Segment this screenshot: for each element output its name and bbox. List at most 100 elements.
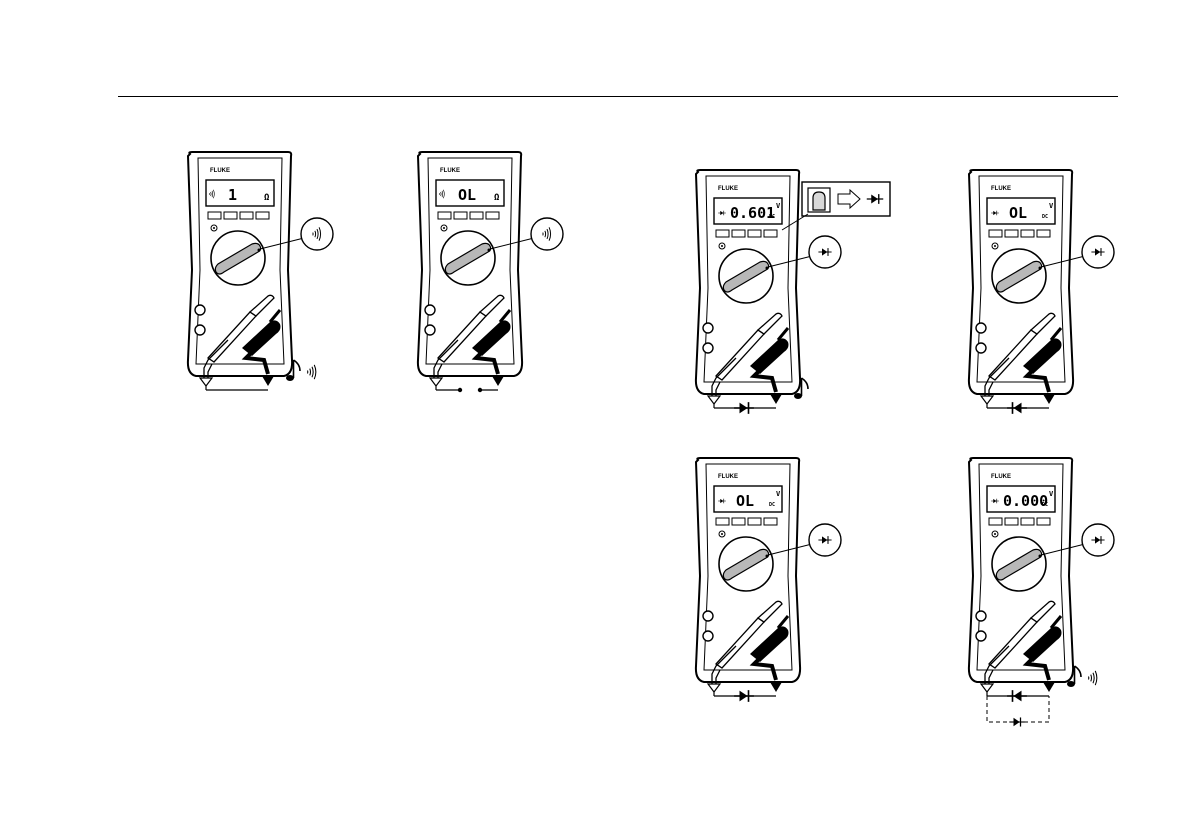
backlight-dot (213, 227, 215, 229)
input-jack-com (703, 631, 713, 641)
diode-under-test (1007, 690, 1027, 702)
diode-triangle (1013, 403, 1021, 414)
brand-label: FLUKE (718, 186, 738, 192)
meter-function-button (748, 230, 761, 237)
meter-function-button (989, 518, 1002, 525)
meter-function-button (716, 518, 729, 525)
meter-function-button (716, 230, 729, 237)
header-rule (118, 96, 1118, 97)
meter-function-button (470, 212, 483, 219)
meter-function-button (438, 212, 451, 219)
brand-label: FLUKE (991, 186, 1011, 192)
input-jack-v (425, 305, 435, 315)
probe-tip-right (1043, 682, 1055, 692)
meter-continuity-short: FLUKE 1 Ω (172, 150, 372, 450)
brand-label: FLUKE (440, 168, 460, 174)
meter-continuity-open: FLUKE OL Ω (402, 150, 602, 450)
diode-triangle (1014, 718, 1020, 726)
diode-triangle (740, 691, 748, 702)
meter-function-button (1021, 230, 1034, 237)
continuity-wave (1093, 673, 1094, 684)
probe-tip-right (262, 376, 274, 386)
backlight-dot (721, 245, 723, 247)
lcd-reading: OL (736, 492, 754, 510)
meter-function-button (1005, 230, 1018, 237)
parallel-diode (1009, 717, 1024, 726)
meter-function-button (1037, 518, 1050, 525)
beep-sound-icon (1089, 671, 1097, 685)
note-flag (294, 360, 301, 371)
probe-tip-left (200, 378, 212, 386)
meter-function-button (1021, 518, 1034, 525)
continuity-wave (310, 369, 311, 376)
backlight-dot (721, 533, 723, 535)
brand-label: FLUKE (210, 168, 230, 174)
lcd-reading: 1 (228, 186, 237, 204)
input-jack-v (976, 323, 986, 333)
input-jack-v (976, 611, 986, 621)
probe-tip-left (708, 396, 720, 404)
lcd-mode-label: DC (1042, 214, 1048, 220)
input-jack-com (195, 325, 205, 335)
diode-under-test (1007, 402, 1027, 414)
probe-tip-right (770, 682, 782, 692)
range-callout-circle (301, 218, 333, 250)
input-jack-v (703, 611, 713, 621)
note-flag (802, 378, 809, 389)
diode-under-test (734, 690, 754, 702)
backlight-dot (994, 245, 996, 247)
lcd-mode-label: DC (1042, 502, 1048, 508)
meter-function-button (989, 230, 1002, 237)
backlight-dot (994, 533, 996, 535)
finger-press-icon (813, 192, 825, 210)
lcd-mode-label: Ω (264, 193, 270, 203)
lcd-mode-label: DC (769, 214, 775, 220)
input-jack-com (976, 631, 986, 641)
open-terminal-left (458, 388, 462, 392)
meter-function-button (1037, 230, 1050, 237)
probe-tip-left (708, 684, 720, 692)
input-jack-v (195, 305, 205, 315)
meter-function-button (256, 212, 269, 219)
backlight-dot (443, 227, 445, 229)
meter-function-button (240, 212, 253, 219)
range-callout-circle (531, 218, 563, 250)
meter-function-button (454, 212, 467, 219)
input-jack-com (703, 343, 713, 353)
diode-triangle (1013, 691, 1021, 702)
lcd-mode-label: DC (769, 502, 775, 508)
continuity-wave (312, 367, 313, 378)
brand-label: FLUKE (991, 474, 1011, 480)
input-jack-com (976, 343, 986, 353)
meter-function-button (208, 212, 221, 219)
meter-function-button (748, 518, 761, 525)
dashed-parallel-path (987, 696, 1049, 722)
lcd-mode-label: Ω (494, 193, 500, 203)
continuity-wave (1091, 675, 1092, 682)
lcd-reading: OL (458, 186, 476, 204)
input-jack-v (703, 323, 713, 333)
continuity-wave (1095, 671, 1097, 685)
input-jack-com (425, 325, 435, 335)
meter-function-button (224, 212, 237, 219)
brand-label: FLUKE (718, 474, 738, 480)
continuity-wave (314, 365, 316, 379)
probe-tip-left (981, 396, 993, 404)
meter-function-button (732, 518, 745, 525)
meter-function-button (764, 518, 777, 525)
probe-tip-right (492, 376, 504, 386)
probe-tip-left (430, 378, 442, 386)
beep-sound-icon (308, 365, 316, 379)
probe-tip-left (981, 684, 993, 692)
diode-under-test (734, 402, 754, 414)
meter-function-button (732, 230, 745, 237)
lcd-reading: OL (1009, 204, 1027, 222)
probe-tip-right (1043, 394, 1055, 404)
meter-diode-open: FLUKEOLDCV (680, 456, 880, 756)
meter-function-button (486, 212, 499, 219)
meter-function-button (1005, 518, 1018, 525)
